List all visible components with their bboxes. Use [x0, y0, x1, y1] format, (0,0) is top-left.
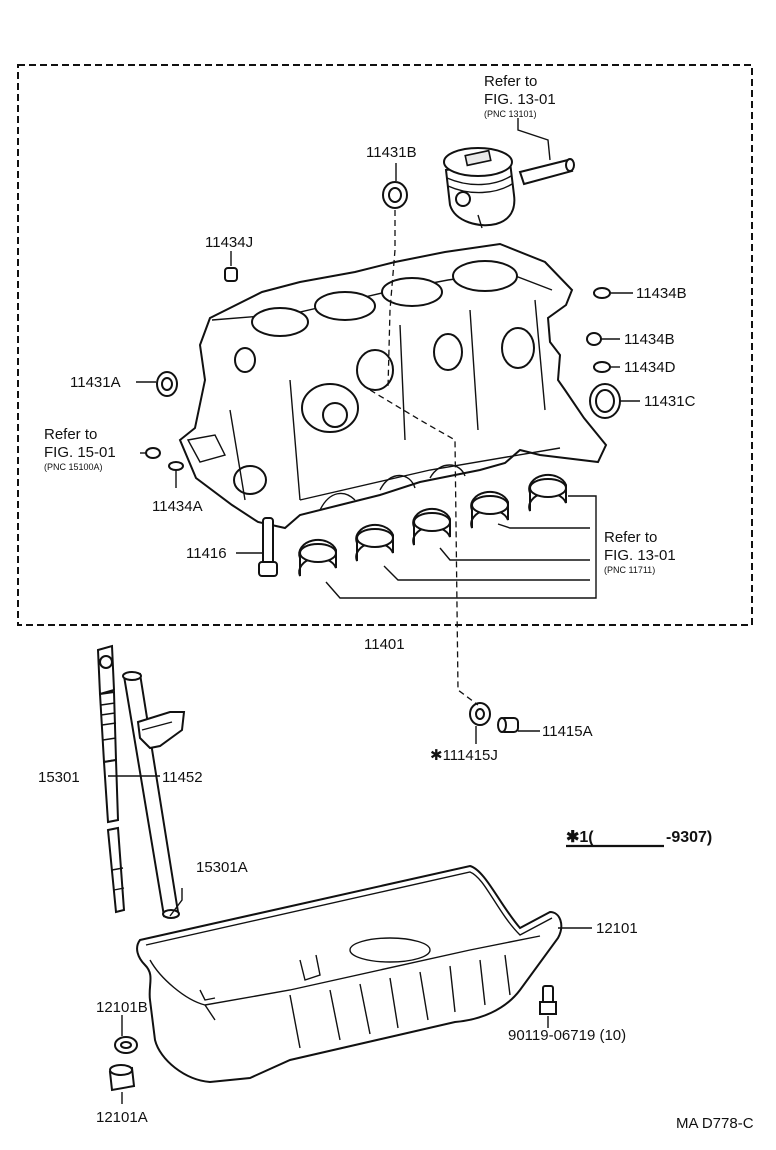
part-label-11434D[interactable]: 11434D — [624, 359, 676, 376]
leader-lines — [108, 163, 664, 1104]
part-label-12101A[interactable]: 12101A — [96, 1109, 148, 1126]
bearing-bracket — [325, 495, 597, 599]
part-label-11452[interactable]: 11452 — [162, 769, 203, 786]
plug-11434B-illustration — [586, 332, 602, 346]
part-label-11431A[interactable]: 11431A — [70, 374, 121, 391]
oil-pan-illustration — [136, 864, 563, 1084]
refer-label-bearing-line1: Refer to — [604, 529, 657, 546]
seal-11431B-illustration — [382, 181, 408, 209]
plug-15100A-illustration — [145, 447, 161, 459]
part-label-11434A[interactable]: 11434A — [152, 498, 203, 515]
applicability-note-start: ✱1( — [566, 829, 594, 846]
bolt-90119-illustration — [539, 985, 557, 1015]
part-label-15301[interactable]: 15301 — [38, 769, 80, 786]
plug-11434D-illustration — [593, 361, 611, 373]
plug-11434J-illustration — [224, 267, 238, 282]
piston-illustration — [443, 147, 575, 229]
refer-label-piston-line2[interactable]: FIG. 13-01 — [484, 91, 556, 108]
bolt-11415A-illustration — [497, 717, 519, 733]
seal-11431A-illustration — [156, 371, 178, 397]
part-label-11434B[interactable]: 11434B — [624, 331, 675, 348]
refer-label-piston-line1: Refer to — [484, 73, 537, 90]
part-label-12101B[interactable]: 12101B — [96, 999, 148, 1016]
part-label-12101[interactable]: 12101 — [596, 920, 638, 937]
dipstick-guide-illustration — [122, 671, 186, 919]
drain-plug-12101A-illustration — [108, 1064, 136, 1092]
gasket-111415J-illustration — [469, 702, 491, 726]
refer-label-oilpump-line1: Refer to — [44, 426, 97, 443]
part-label-11401[interactable]: 11401 — [364, 636, 405, 653]
part-label-11415A[interactable]: 11415A — [542, 723, 593, 740]
part-label-111415J[interactable]: ✱111415J — [430, 747, 498, 764]
refer-label-piston-line3: (PNC 13101) — [484, 109, 537, 119]
cylinder-block-illustration — [178, 242, 608, 530]
part-label-11431C[interactable]: 11431C — [644, 393, 696, 410]
seal-11431C-illustration — [589, 383, 621, 419]
plug-11434A-illustration — [168, 461, 184, 471]
applicability-note-end: -9307) — [666, 829, 712, 846]
figure-code: MA D778-C — [676, 1115, 754, 1132]
plug-11434B-top-illustration — [593, 287, 611, 299]
bolt-11416-illustration — [258, 517, 278, 577]
part-label-90119-06719[interactable]: 90119-06719 (10) — [508, 1027, 626, 1044]
refer-label-bearing-line2[interactable]: FIG. 13-01 — [604, 547, 676, 564]
part-label-15301A[interactable]: 15301A — [196, 859, 248, 876]
refer-label-bearing-line3: (PNC 11711) — [604, 565, 655, 575]
part-label-11434B-top[interactable]: 11434B — [636, 285, 687, 302]
part-label-11431B[interactable]: 11431B — [366, 144, 417, 161]
refer-label-oilpump-line3: (PNC 15100A) — [44, 462, 103, 472]
part-label-11434J[interactable]: 11434J — [205, 234, 253, 251]
gasket-12101B-illustration — [114, 1036, 138, 1054]
assembly-boundary — [17, 64, 753, 626]
dipstick-illustration — [96, 644, 126, 914]
piston-leader — [517, 118, 551, 161]
part-label-11416[interactable]: 11416 — [186, 545, 227, 562]
refer-label-oilpump-line2[interactable]: FIG. 15-01 — [44, 444, 116, 461]
bearing-shells — [298, 473, 567, 577]
